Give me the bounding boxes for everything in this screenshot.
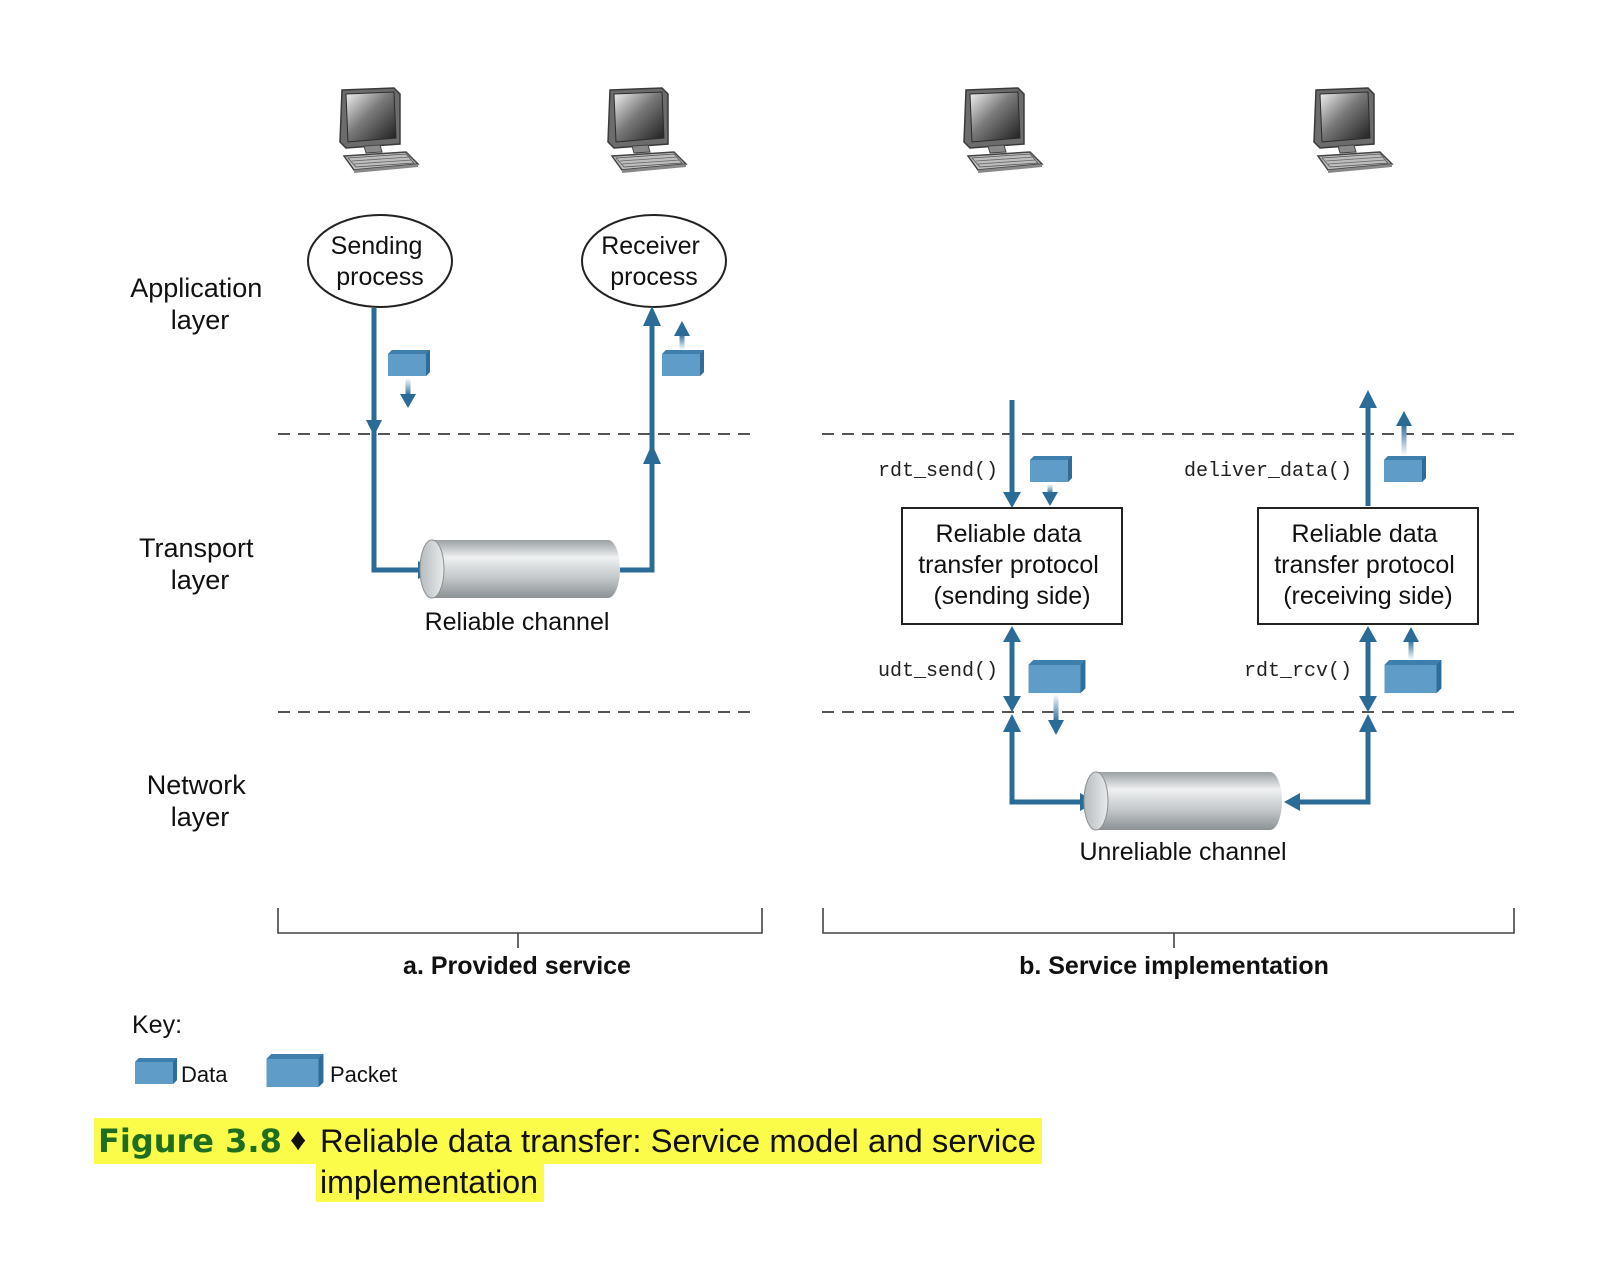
deliver-data-label: deliver_data() <box>1184 460 1352 483</box>
receiver-flow-line <box>620 318 655 573</box>
key-data-label: Data <box>181 1062 228 1087</box>
packet-icon <box>266 1054 324 1088</box>
key-packet-label: Packet <box>330 1062 397 1087</box>
data-icon <box>388 350 430 376</box>
rdt-receiving-side-label: Reliable data transfer protocol (receivi… <box>1274 520 1462 610</box>
rdt-sending-side-box <box>901 507 1123 625</box>
computer-icon <box>339 87 419 174</box>
packet-icon <box>1028 660 1086 694</box>
receiver-process-ellipse <box>581 214 727 308</box>
caption-highlight-line1 <box>94 1118 1042 1164</box>
sender-flow-line <box>371 308 420 573</box>
computer-icon <box>1313 87 1393 174</box>
data-icon <box>1030 456 1072 482</box>
up-arrowhead <box>1359 714 1377 732</box>
data-icon <box>135 1058 177 1084</box>
sending-process-label: Sending process <box>331 232 430 291</box>
panel-service-implementation: rdt_send() Reliable data transfer protoc… <box>822 390 1515 980</box>
caption-separator: ♦ <box>290 1121 306 1157</box>
left-arrowhead <box>1284 793 1300 811</box>
down-arrowhead <box>1003 492 1021 508</box>
sending-process-ellipse <box>307 214 453 308</box>
down-arrowhead <box>1003 696 1021 712</box>
computer-icon <box>963 87 1043 174</box>
packet-icon <box>1384 660 1442 694</box>
provided-service-bracket <box>277 908 763 948</box>
channel-pipe-icon <box>419 539 620 599</box>
up-arrowhead <box>1359 390 1377 408</box>
provided-service-label: a. Provided service <box>403 952 631 980</box>
data-icon <box>1384 456 1426 482</box>
reliable-channel-label: Reliable channel <box>425 608 610 636</box>
figure-number: Figure 3.8 <box>98 1122 282 1160</box>
up-arrowhead <box>1003 714 1021 732</box>
down-arrowhead <box>1359 696 1377 712</box>
receiver-process-label: Receiver process <box>601 232 707 291</box>
down-arrowhead <box>366 420 382 436</box>
figure-caption: Figure 3.8 ♦ Reliable data transfer: Ser… <box>94 1118 1042 1202</box>
data-up-arrow <box>679 334 685 350</box>
rdt-send-label: rdt_send() <box>878 460 998 483</box>
caption-highlight-line2 <box>316 1160 544 1202</box>
application-layer-label: Application layer <box>130 273 270 335</box>
service-implementation-bracket <box>822 908 1515 948</box>
up-arrowhead <box>1359 626 1377 642</box>
data-icon <box>662 350 704 376</box>
caption-line1: Reliable data transfer: Service model an… <box>320 1123 1036 1159</box>
caption-line2: implementation <box>320 1164 538 1200</box>
transport-layer-label: Transport layer <box>139 533 261 595</box>
unreliable-channel-label: Unreliable channel <box>1079 838 1286 866</box>
rdt-sending-side-label: Reliable data transfer protocol (sending… <box>918 520 1106 610</box>
network-layer-label: Network layer <box>147 770 254 832</box>
key-title: Key: <box>132 1011 182 1039</box>
rdt-receiving-side-box <box>1257 507 1479 625</box>
rdt-rcv-label: rdt_rcv() <box>1244 660 1352 683</box>
network-send-flow <box>1009 730 1082 805</box>
up-arrowhead <box>1003 626 1021 642</box>
up-arrowhead <box>643 444 661 464</box>
panel-provided-service: Sending process Receiver process Reliabl… <box>277 214 763 980</box>
udt-send-label: udt_send() <box>878 660 998 683</box>
data-down-arrow <box>405 378 411 396</box>
computer-icon <box>607 87 687 174</box>
legend: Key: Data Packet <box>132 1011 397 1088</box>
service-implementation-label: b. Service implementation <box>1019 952 1329 980</box>
up-arrowhead <box>643 306 661 326</box>
network-receive-flow <box>1300 730 1371 805</box>
channel-pipe-icon <box>1083 771 1282 831</box>
